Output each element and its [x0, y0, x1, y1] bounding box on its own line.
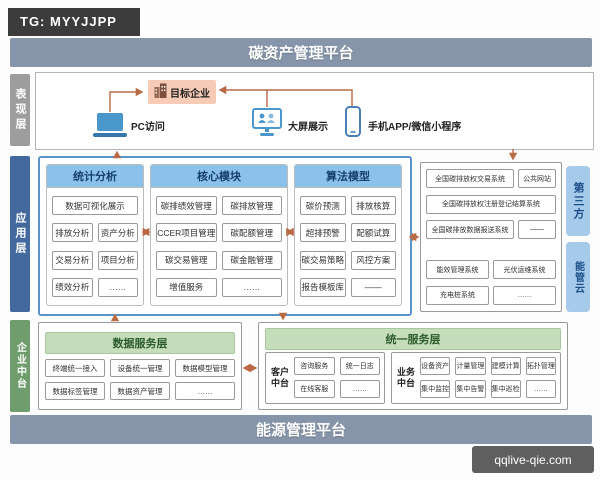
pc-access-label: PC访问 — [131, 122, 165, 133]
module-box: 绩效分析 — [52, 277, 93, 297]
module-box: 碳配额管理 — [221, 223, 282, 243]
service-box: 集中监控 — [420, 380, 451, 399]
external-system-box: 全国碳排放数据报送系统 — [426, 220, 515, 240]
core-modules-column: 核心模块 碳排绩效管理 碳排放管理 CCER项目管理 碳配额管理 碳交易管理 碳… — [150, 164, 288, 306]
external-system-box: 能效管理系统 — [426, 260, 489, 280]
service-box: …… — [175, 382, 235, 400]
algorithm-models-header: 算法模型 — [295, 165, 401, 188]
business-platform-group: 业务中台 设备资产 计量管理 建模计算 拓扑管理 集中监控 集中告警 集中巡检 … — [391, 351, 561, 404]
customer-platform-label: 客户中台 — [270, 367, 289, 388]
module-box: 交易分析 — [52, 250, 93, 270]
stat-analysis-column: 统计分析 数据可视化展示 排放分析 资产分析 交易分析 项目分析 绩效分析 …… — [46, 164, 144, 306]
module-box: 排放核算 — [350, 196, 396, 216]
external-system-box: 全国碳排放权交易系统 — [426, 169, 515, 188]
external-systems-panel: 全国碳排放权交易系统 公共网站 全国碳排放权注册登记结算系统 全国碳排放数据报送… — [420, 162, 562, 312]
service-box: 集中告警 — [455, 380, 486, 399]
module-box: …… — [221, 277, 282, 297]
service-box: 拓扑管理 — [525, 356, 556, 375]
module-box: 项目分析 — [97, 250, 138, 270]
mobile-app-label: 手机APP/微信小程序 — [368, 122, 462, 133]
service-box: 在线客服 — [294, 380, 335, 399]
external-system-box: 公共网站 — [518, 169, 556, 188]
data-service-layer-panel: 数据服务层 终端统一接入 设备统一管理 数据模型管理 数据标签管理 数据资产管理… — [38, 322, 242, 410]
module-box: 资产分析 — [97, 223, 138, 243]
module-box: 碳交易管理 — [156, 250, 217, 270]
tg-banner: TG: MYYJJPP — [8, 8, 140, 36]
service-box: 设备资产 — [420, 356, 451, 375]
laptop-icon — [93, 112, 127, 143]
service-box: 数据标签管理 — [45, 382, 105, 400]
module-box: …… — [97, 277, 138, 297]
service-box: …… — [525, 380, 556, 399]
third-party-tab: 第三方 — [566, 166, 590, 236]
application-layer-tab: 应用层 — [10, 156, 30, 312]
external-system-box: 光伏运维系统 — [493, 260, 556, 280]
module-box: 碳交易策略 — [300, 250, 346, 270]
phone-icon — [345, 106, 361, 142]
module-box: 碳排放管理 — [221, 196, 282, 216]
service-box: 建模计算 — [490, 356, 521, 375]
module-box: 超排预警 — [300, 223, 346, 243]
service-box: 数据资产管理 — [110, 382, 170, 400]
business-platform-label: 业务中台 — [396, 367, 415, 388]
module-box: 配额试算 — [350, 223, 396, 243]
module-box: 报告模板库 — [300, 277, 346, 297]
unified-service-layer-panel: 统一服务层 客户中台 咨询服务 统一日志 在线客服 …… 业务中台 设备资产 计… — [258, 322, 568, 410]
service-box: 统一日志 — [339, 356, 380, 375]
module-box: 风控方案 — [350, 250, 396, 270]
building-icon — [154, 83, 167, 101]
big-screen-label: 大屏展示 — [288, 122, 328, 133]
watermark: qqlive-qie.com — [472, 446, 594, 473]
stat-analysis-header: 统计分析 — [47, 165, 143, 188]
service-box: 计量管理 — [455, 356, 486, 375]
unified-service-layer-header: 统一服务层 — [265, 328, 561, 351]
module-box: —— — [350, 277, 396, 297]
module-box: CCER项目管理 — [156, 223, 217, 243]
energy-platform-title-bar: 能源管理平台 — [10, 415, 592, 444]
external-system-box: 全国碳排放权注册登记结算系统 — [426, 194, 556, 214]
external-system-box: …… — [493, 285, 556, 305]
display-icon — [252, 108, 282, 142]
module-box: 碳金融管理 — [221, 250, 282, 270]
module-box: 增值服务 — [156, 277, 217, 297]
service-box: 集中巡检 — [490, 380, 521, 399]
external-system-box: —— — [518, 220, 556, 240]
energy-cloud-tab: 能管云 — [566, 242, 590, 312]
core-modules-header: 核心模块 — [151, 165, 287, 188]
service-box: 数据模型管理 — [175, 359, 235, 377]
target-enterprise-box: 目标企业 — [148, 80, 216, 104]
module-box: 数据可视化展示 — [52, 196, 138, 216]
customer-platform-group: 客户中台 咨询服务 统一日志 在线客服 …… — [265, 351, 385, 404]
service-box: 咨询服务 — [294, 356, 335, 375]
service-box: 设备统一管理 — [110, 359, 170, 377]
presentation-layer-tab: 表现层 — [10, 74, 30, 146]
module-box: 碳价预测 — [300, 196, 346, 216]
algorithm-models-column: 算法模型 碳价预测 排放核算 超排预警 配额试算 碳交易策略 风控方案 报告模板… — [294, 164, 402, 306]
external-system-box: 充电桩系统 — [426, 285, 489, 305]
data-service-layer-header: 数据服务层 — [45, 332, 235, 354]
service-box: …… — [339, 380, 380, 399]
enterprise-layer-tab: 企业中台 — [10, 320, 30, 412]
target-enterprise-label: 目标企业 — [170, 88, 210, 100]
module-box: 排放分析 — [52, 223, 93, 243]
service-box: 终端统一接入 — [45, 359, 105, 377]
carbon-platform-title-bar: 碳资产管理平台 — [10, 38, 592, 67]
module-box: 碳排绩效管理 — [156, 196, 217, 216]
